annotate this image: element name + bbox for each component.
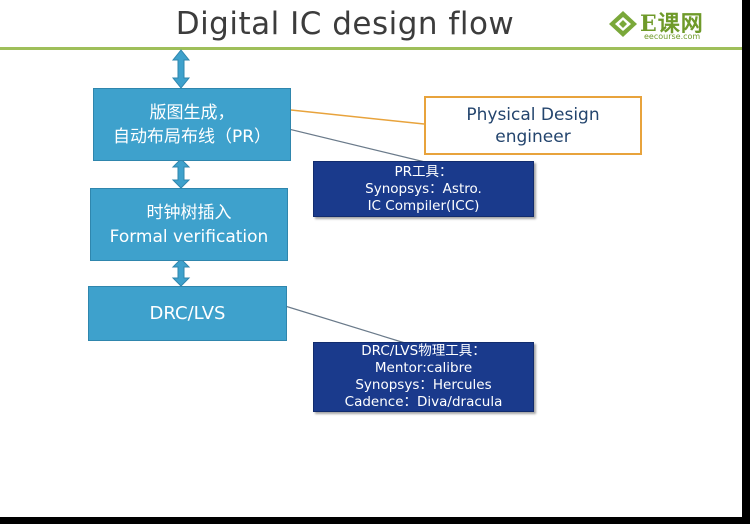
arrow-pr-clock-icon bbox=[171, 158, 191, 189]
pr-step-box: 版图生成， 自动布局布线（PR） bbox=[93, 88, 291, 161]
slide: Digital IC design flow E课网 eecourse.com … bbox=[0, 0, 742, 517]
pr-tools-line-3: IC Compiler(ICC) bbox=[367, 197, 480, 214]
drc-tools-box: DRC/LVS物理工具： Mentor:calibre Synopsys：Her… bbox=[313, 342, 534, 412]
drc-tools-line-4: Cadence：Diva/dracula bbox=[344, 394, 503, 410]
slide-title: Digital IC design flow bbox=[175, 6, 515, 42]
drc-tools-line-2: Mentor:calibre bbox=[374, 360, 473, 376]
logo-brand: E课网 bbox=[640, 11, 704, 37]
role-connector-line bbox=[271, 107, 425, 125]
pr-tools-line-2: Synopsys：Astro. bbox=[365, 180, 482, 197]
role-box: Physical Design engineer bbox=[424, 96, 642, 155]
arrow-clock-drc-icon bbox=[171, 258, 191, 287]
clock-tree-step-box: 时钟树插入 Formal verification bbox=[90, 188, 288, 261]
pr-tools-box: PR工具： Synopsys：Astro. IC Compiler(ICC) bbox=[313, 161, 534, 217]
drc-step-label: DRC/LVS bbox=[149, 302, 226, 324]
bottom-bar bbox=[0, 517, 750, 524]
role-line-1: Physical Design bbox=[466, 104, 600, 125]
drc-tools-line-3: Synopsys：Hercules bbox=[355, 377, 492, 393]
role-line-2: engineer bbox=[495, 126, 571, 147]
drc-tools-line-1: DRC/LVS物理工具： bbox=[361, 343, 486, 359]
drc-tool-connector-line bbox=[271, 301, 406, 344]
logo-domain: eecourse.com bbox=[644, 32, 701, 41]
logo: E课网 eecourse.com bbox=[606, 6, 736, 42]
pr-tools-line-1: PR工具： bbox=[394, 163, 453, 180]
pr-step-line-2: 自动布局布线（PR） bbox=[112, 126, 272, 147]
logo-diamond-icon bbox=[609, 11, 637, 37]
pr-tool-connector-line bbox=[271, 124, 426, 163]
clock-step-line-1: 时钟树插入 bbox=[146, 202, 232, 223]
clock-step-line-2: Formal verification bbox=[109, 226, 269, 247]
pr-step-line-1: 版图生成， bbox=[149, 102, 235, 123]
arrow-top-icon bbox=[171, 49, 191, 89]
drc-lvs-step-box: DRC/LVS bbox=[88, 286, 287, 341]
title-underline bbox=[0, 47, 742, 50]
